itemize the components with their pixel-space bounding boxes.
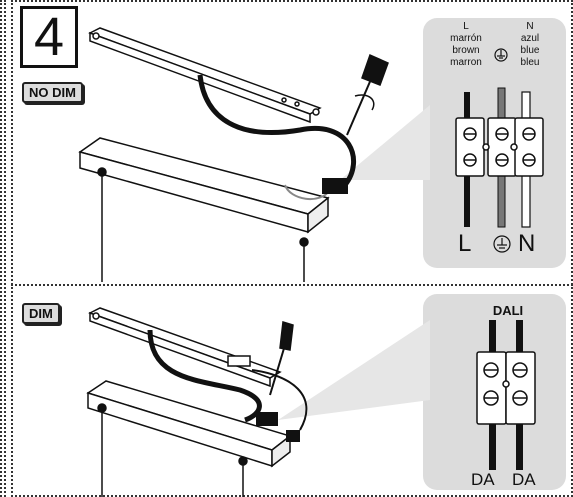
screwdriver-bottom: [269, 321, 294, 396]
screwdriver-top: [346, 53, 389, 136]
bottom-l-label: L: [458, 230, 472, 257]
dali-cable-bottom: [251, 369, 308, 431]
ground-symbol-bottom: [493, 235, 511, 253]
instruction-frame: [11, 0, 573, 497]
l-color-es: marrón: [450, 33, 482, 44]
n-terminal-name: N: [526, 21, 534, 32]
n-color-en: blue: [520, 45, 540, 56]
bottom-n-label: N: [518, 230, 536, 257]
canopy-bottom: [86, 380, 292, 497]
left-margin-rail: [0, 0, 6, 497]
ground-symbol-header: [494, 48, 508, 62]
l-terminal-name: L: [463, 21, 469, 32]
terminal-block-top: [322, 178, 348, 194]
mounting-bracket-bottom: [88, 307, 282, 388]
power-cable-bottom: [147, 329, 262, 423]
dim-label: DIM: [22, 303, 60, 324]
power-cable-top: [197, 74, 356, 187]
l-color-en: brown: [452, 45, 480, 56]
dali-title: DALI: [492, 303, 524, 318]
da-left-label: DA: [471, 470, 495, 489]
canopy-top: [78, 137, 330, 282]
dali-connector-bottom: [286, 430, 300, 442]
n-color-es: azul: [520, 33, 540, 44]
n-color-fr: bleu: [520, 57, 540, 68]
l-color-fr: marron: [450, 57, 482, 68]
section-divider: [11, 284, 573, 286]
step-number: 4: [20, 6, 78, 68]
terminal-block-bottom: [256, 412, 278, 426]
terminal-block-detail-top: [455, 117, 544, 177]
da-right-label: DA: [512, 470, 536, 489]
no-dim-label: NO DIM: [22, 82, 83, 103]
callout-wedge-bottom: [278, 320, 430, 420]
mounting-bracket-top: [88, 27, 322, 124]
terminal-block-detail-bottom: [476, 351, 536, 425]
callout-wedge-top: [340, 105, 430, 180]
